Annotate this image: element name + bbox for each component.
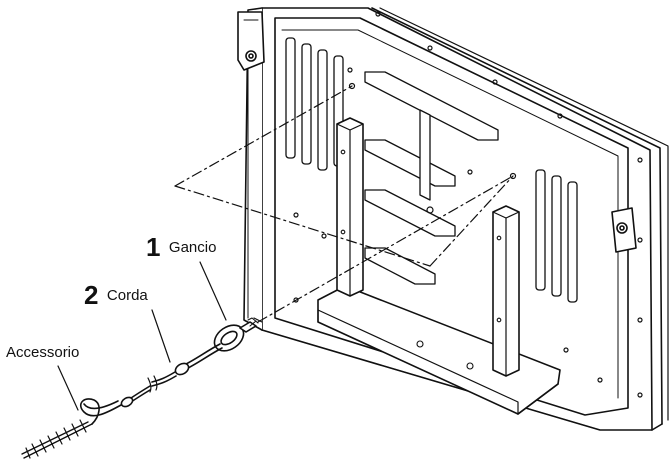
- left-mount-bracket: [237, 11, 265, 71]
- hook-label: Gancio: [168, 239, 217, 256]
- panel-slots: [364, 71, 499, 285]
- hook-eyebolt: [213, 317, 263, 352]
- dashed-guide-lines: [174, 85, 514, 323]
- cord-label: Corda: [106, 287, 148, 304]
- tv-stand: [317, 117, 561, 415]
- right-mount-bracket: [611, 207, 637, 253]
- left-vent-slots: [285, 37, 344, 171]
- leader-lines: [57, 261, 227, 411]
- cord-callout: 2 Corda: [84, 280, 148, 311]
- hook-callout: 1 Gancio: [146, 232, 216, 263]
- cord-number: 2: [84, 280, 99, 310]
- hook-number: 1: [146, 232, 161, 262]
- cord: [120, 343, 223, 408]
- accessory-screw-hook: [21, 398, 122, 459]
- accessory-label: Accessorio: [6, 344, 80, 361]
- panel-screw-holes: [293, 11, 643, 398]
- right-vent-slots: [535, 169, 578, 303]
